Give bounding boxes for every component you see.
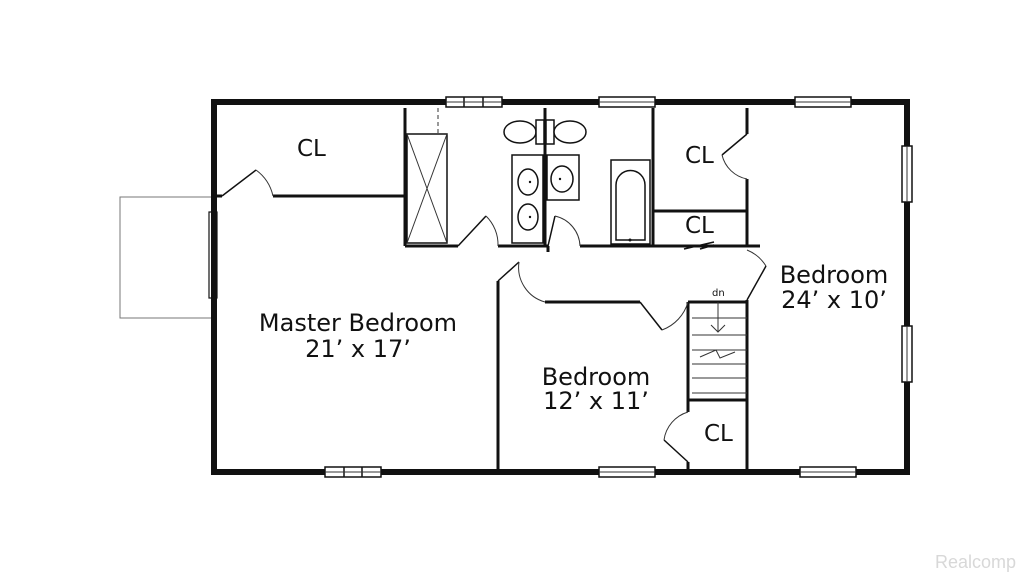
window-top-2: [598, 96, 656, 108]
window-top-3: [794, 96, 852, 108]
upper-right-closet-label: CL: [685, 143, 714, 169]
middle-bedroom-name: Bedroom: [542, 363, 651, 391]
door-master-bath: [457, 215, 499, 247]
master-closet-label: CL: [297, 136, 326, 162]
door-lower-closet: [663, 411, 689, 463]
bathtub: [610, 159, 651, 245]
vanity-left: [511, 154, 544, 244]
vanity-right: [546, 154, 580, 201]
right-bedroom-size: 24’ x 10’: [781, 286, 887, 314]
master-bedroom-size: 21’ x 17’: [305, 335, 411, 363]
watermark: Realcomp: [935, 552, 1016, 572]
window-right-1: [901, 145, 913, 203]
door-master-closet: [221, 169, 274, 197]
window-top-1: [445, 96, 503, 108]
hall-closet-label: CL: [685, 213, 714, 239]
door-hall-closet: [683, 241, 715, 250]
lower-closet-label: CL: [704, 421, 733, 447]
toilet-left: [503, 119, 545, 145]
right-bedroom-name: Bedroom: [780, 261, 889, 289]
exterior-wall: [211, 99, 910, 475]
door-hall-bath: [547, 215, 581, 247]
door-right-bedroom: [746, 249, 767, 301]
toilet-right: [545, 119, 587, 145]
window-right-2: [901, 325, 913, 383]
window-bottom-1: [324, 466, 382, 478]
door-upper-right-closet: [721, 133, 748, 180]
stairs: [692, 302, 747, 394]
master-bedroom-name: Master Bedroom: [259, 309, 457, 337]
door-master-hall: [497, 261, 546, 303]
window-bottom-2: [598, 466, 656, 478]
middle-bedroom-size: 12’ x 11’: [543, 387, 649, 415]
balcony-outline: [119, 196, 215, 319]
window-bottom-3: [799, 466, 857, 478]
stairs-label: dn: [712, 288, 725, 299]
door-middle-bedroom: [639, 301, 689, 331]
